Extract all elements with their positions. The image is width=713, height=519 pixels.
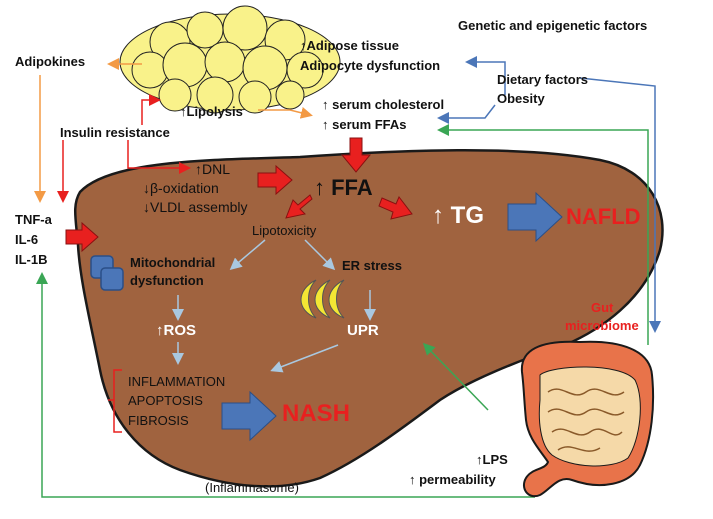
arrow-dnl-to-ffa bbox=[257, 164, 293, 196]
adipose-tissue-label: ↑Adipose tissue bbox=[300, 38, 399, 53]
fibrosis-label: FIBROSIS bbox=[128, 413, 189, 428]
nafld-label: NAFLD bbox=[566, 204, 641, 229]
ffa-label: ↑ FFA bbox=[314, 175, 373, 200]
obesity-label: Obesity bbox=[497, 91, 545, 106]
beta-oxidation-label: ↓β-oxidation bbox=[143, 180, 219, 196]
nash-label: NASH bbox=[282, 400, 351, 427]
blue-block-arrows bbox=[221, 191, 563, 442]
serum-cholesterol-label: ↑ serum cholesterol bbox=[322, 97, 445, 112]
vldl-assembly-label: ↓VLDL assembly bbox=[143, 199, 248, 215]
mitochondrial-label: Mitochondrial bbox=[130, 255, 216, 270]
red-block-arrows bbox=[65, 137, 413, 253]
ros-label: ↑ROS bbox=[156, 322, 197, 339]
green-thin-arrows bbox=[36, 124, 649, 498]
orange-arrows bbox=[34, 58, 313, 203]
tnf-label: TNF-a bbox=[15, 212, 52, 227]
adipokines-label: Adipokines bbox=[15, 54, 86, 69]
er-stress-label: ER stress bbox=[342, 258, 402, 273]
intestine-icon bbox=[520, 340, 655, 498]
insulin-resistance-label: Insulin resistance bbox=[60, 125, 170, 140]
inflammasome-label: (Inflammasome) bbox=[205, 480, 299, 495]
arrow-ffa-to-lipotox bbox=[285, 194, 313, 219]
arrow-cytokines-to-liver bbox=[65, 221, 99, 253]
mitochondria-icon bbox=[90, 255, 124, 291]
dietary-factors-label: Dietary factors bbox=[497, 72, 589, 87]
upr-label: UPR bbox=[347, 322, 379, 339]
lipolysis-label: ↑Lipolysis bbox=[180, 104, 243, 119]
outcome-bracket bbox=[108, 369, 122, 433]
arrow-tg-to-nafld bbox=[507, 191, 563, 243]
lps-label: ↑LPS bbox=[476, 452, 508, 467]
inflammation-label: INFLAMMATION bbox=[128, 374, 226, 389]
genetic-factors-label: Genetic and epigenetic factors bbox=[458, 18, 648, 33]
serum-ffas-label: ↑ serum FFAs bbox=[322, 117, 407, 132]
blue-thin-arrows bbox=[437, 56, 661, 333]
arrow-fibrosis-to-nash bbox=[221, 390, 277, 442]
gut-label: Gut bbox=[591, 300, 614, 315]
apoptosis-label: APOPTOSIS bbox=[128, 393, 203, 408]
endoplasmic-reticulum-icon bbox=[300, 279, 345, 319]
lipotoxicity-label: Lipotoxicity bbox=[252, 223, 317, 238]
red-thin-arrows bbox=[57, 94, 191, 203]
dnl-label: ↑DNL bbox=[195, 161, 231, 177]
adipocyte-dysfunction-label: Adipocyte dysfunction bbox=[300, 58, 441, 73]
microbiome-label: microbiome bbox=[565, 318, 639, 333]
adipocyte-cluster bbox=[119, 5, 341, 114]
il6-label: IL-6 bbox=[15, 232, 39, 247]
il1b-label: IL-1B bbox=[15, 252, 48, 267]
tg-label: ↑ TG bbox=[432, 202, 484, 229]
arrow-ffa-to-tg bbox=[378, 196, 413, 220]
arrow-serum-to-ffa bbox=[340, 137, 372, 173]
dysfunction-label: dysfunction bbox=[130, 273, 204, 288]
permeability-label: ↑ permeability bbox=[409, 472, 496, 487]
light-blue-arrows bbox=[172, 239, 376, 373]
